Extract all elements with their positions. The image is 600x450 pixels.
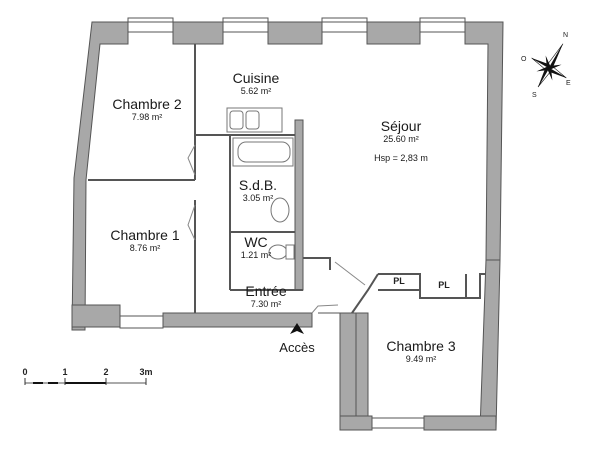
room-area: 8.76 m² bbox=[129, 243, 161, 253]
closet-label-1: PL bbox=[393, 276, 405, 286]
room-chambre-3: Chambre 3 9.49 m² bbox=[386, 338, 455, 365]
room-area: 1.21 m² bbox=[240, 250, 272, 260]
wall-top-3 bbox=[267, 21, 323, 45]
compass-south: S bbox=[532, 92, 537, 99]
room-area: 9.49 m² bbox=[405, 354, 437, 364]
access-label: Accès bbox=[279, 340, 315, 355]
room-entree: Entrée 7.30 m² bbox=[245, 283, 286, 310]
wall-bottom-mid bbox=[162, 312, 313, 328]
wall-top-4 bbox=[366, 21, 421, 45]
room-name: Cuisine bbox=[232, 70, 280, 86]
room-name: S.d.B. bbox=[238, 177, 278, 193]
wall-left-top bbox=[71, 21, 129, 331]
wall-right-bottom bbox=[479, 259, 501, 431]
room-area: 25.60 m² bbox=[383, 134, 419, 144]
scale-tick-0: 0 bbox=[22, 367, 28, 377]
room-wc: WC 1.21 m² bbox=[241, 234, 272, 261]
ceiling-height: Hsp = 2,83 m bbox=[374, 153, 428, 163]
room-name: Chambre 2 bbox=[112, 96, 182, 112]
room-sdb: S.d.B. 3.05 m² bbox=[239, 177, 277, 204]
scale-tick-2: 2 bbox=[103, 367, 109, 377]
compass-rose-icon bbox=[531, 43, 567, 88]
room-area: 7.30 m² bbox=[250, 299, 282, 309]
room-cuisine: Cuisine 5.62 m² bbox=[233, 70, 280, 97]
room-area: 5.62 m² bbox=[240, 86, 272, 96]
wall-bottom-left bbox=[71, 304, 121, 328]
scale-bar bbox=[24, 378, 147, 385]
compass-north: N bbox=[563, 32, 569, 39]
room-chambre-2: Chambre 2 7.98 m² bbox=[112, 96, 181, 123]
room-name: WC bbox=[244, 234, 268, 250]
room-area: 7.98 m² bbox=[131, 112, 163, 122]
room-area: 3.05 m² bbox=[242, 193, 274, 203]
wall-top-2 bbox=[172, 21, 224, 45]
wall-right-top bbox=[464, 21, 504, 261]
room-name: Chambre 1 bbox=[110, 227, 180, 243]
room-sejour: Séjour 25.60 m² Hsp = 2,83 m bbox=[374, 118, 428, 163]
access-arrow-icon bbox=[290, 323, 304, 334]
wall-interior-bath bbox=[294, 119, 304, 291]
compass-east: E bbox=[566, 80, 571, 87]
scale-tick-1: 1 bbox=[62, 367, 68, 377]
room-name: Chambre 3 bbox=[386, 338, 456, 354]
room-chambre-1: Chambre 1 8.76 m² bbox=[110, 227, 179, 254]
closet-label-2: PL bbox=[438, 280, 450, 290]
scale-tick-3: 3m bbox=[139, 367, 153, 377]
room-name: Entrée bbox=[245, 283, 287, 299]
room-name: Séjour bbox=[380, 118, 422, 134]
compass-west: O bbox=[521, 56, 527, 63]
